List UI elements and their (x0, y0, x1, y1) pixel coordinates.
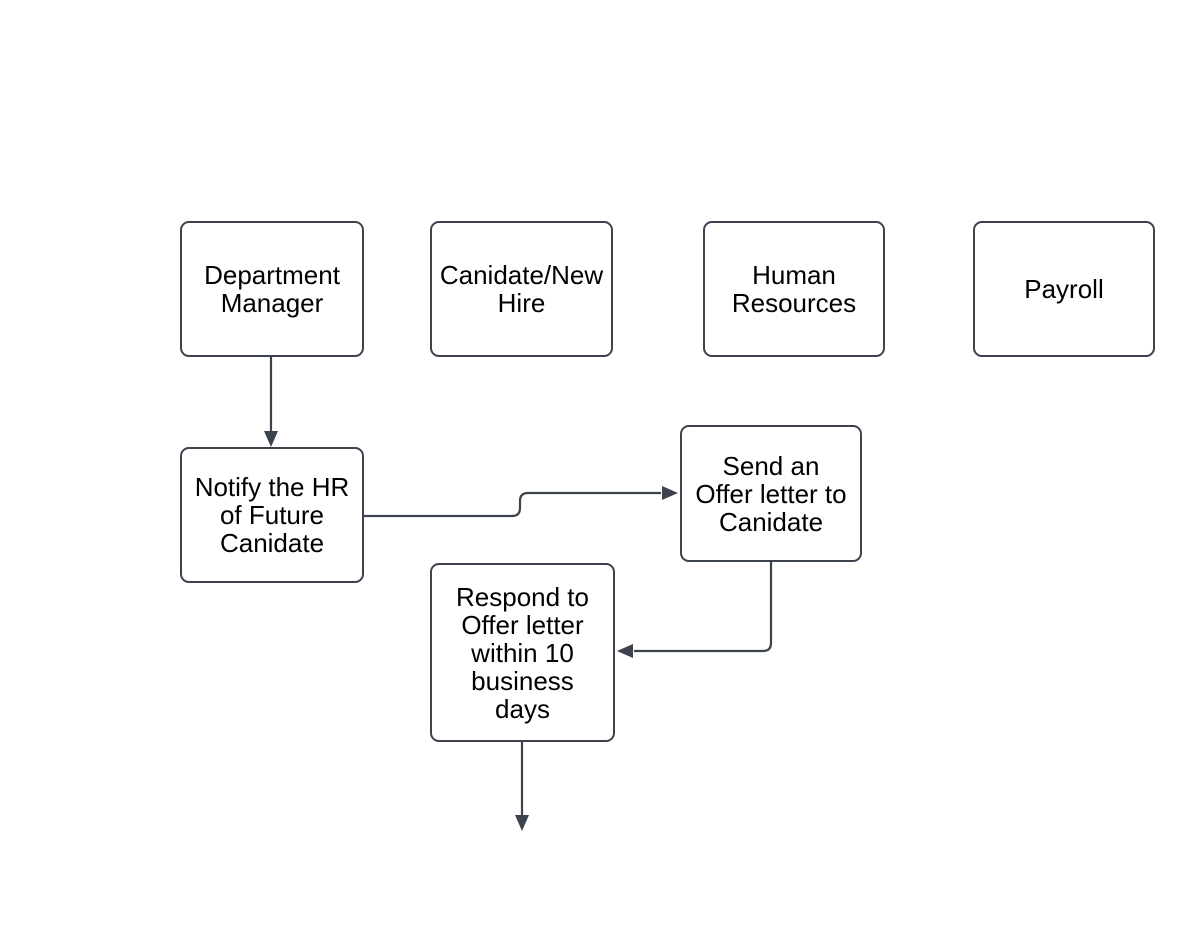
node-department-manager: Department Manager (180, 221, 364, 357)
node-send-offer-letter: Send an Offer letter to Canidate (680, 425, 862, 562)
node-notify-hr-label: Notify the HR of Future Canidate (194, 472, 350, 558)
arrowhead-right-icon (662, 486, 678, 500)
node-candidate-new-hire-label: Canidate/New Hire (439, 260, 604, 318)
connector-notify-hr-to-send-offer-letter (364, 486, 678, 518)
arrowhead-down-icon (264, 431, 278, 447)
node-human-resources-label: Human Resources (731, 260, 857, 318)
arrowhead-down-icon (515, 815, 529, 831)
node-respond-offer-letter: Respond to Offer letter within 10 busine… (430, 563, 615, 742)
node-department-manager-label: Department Manager (204, 260, 340, 318)
node-human-resources: Human Resources (703, 221, 885, 357)
node-payroll: Payroll (973, 221, 1155, 357)
node-candidate-new-hire: Canidate/New Hire (430, 221, 613, 357)
connector-department-manager-to-notify-hr (264, 357, 278, 447)
arrowhead-left-icon (617, 644, 633, 658)
connector-respond-offer-letter-down (515, 742, 529, 831)
node-payroll-label: Payroll (1024, 274, 1104, 304)
connector-send-offer-letter-to-respond-offer-letter (617, 562, 773, 658)
node-respond-offer-letter-label: Respond to Offer letter within 10 busine… (456, 581, 589, 724)
node-send-offer-letter-label: Send an Offer letter to Canidate (695, 450, 847, 537)
node-notify-hr: Notify the HR of Future Canidate (180, 447, 364, 583)
